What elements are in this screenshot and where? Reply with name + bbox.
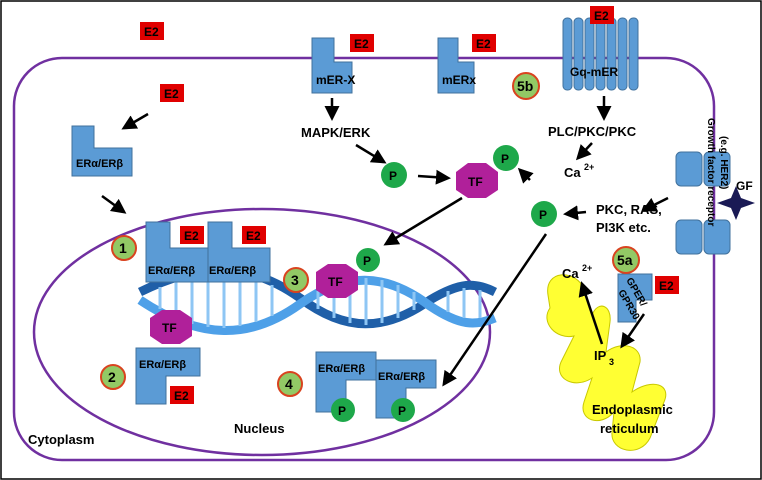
cyto-p-left: P xyxy=(381,162,407,188)
e2-label: E2 xyxy=(354,37,369,51)
step-marker-3: 3 xyxy=(283,267,309,293)
er-label: ERα/ERβ xyxy=(148,265,195,277)
gq-mer-label: Gq-mER xyxy=(570,65,618,79)
er-label: ERα/ERβ xyxy=(378,371,425,383)
gf-label: GF xyxy=(736,179,753,193)
step-marker-5a: 5a xyxy=(612,246,640,274)
pi3k-label: PI3K etc. xyxy=(596,220,651,235)
svg-text:2+: 2+ xyxy=(582,263,592,273)
svg-text:5a: 5a xyxy=(617,252,633,268)
p-label: P xyxy=(338,404,346,418)
cyto-p-right: P xyxy=(531,201,557,227)
plc-label: PLC/PKC/PKC xyxy=(548,124,637,139)
er-label: ERα/ERβ xyxy=(76,158,123,170)
step-marker-5b: 5b xyxy=(512,72,540,100)
merx-receptor: mERx E2 xyxy=(437,34,496,94)
ca-cytoplasm: Ca 2+ xyxy=(564,162,594,180)
e2-label: E2 xyxy=(164,87,179,101)
cell-membrane xyxy=(12,56,716,462)
svg-text:3: 3 xyxy=(291,272,299,288)
svg-text:5b: 5b xyxy=(517,78,533,94)
e2-box xyxy=(655,276,679,294)
e2-label: E2 xyxy=(659,279,674,293)
tf-p-step3: TF P xyxy=(316,248,380,298)
e2-label: E2 xyxy=(246,229,261,243)
svg-text:2+: 2+ xyxy=(584,162,594,172)
p-label: P xyxy=(363,254,371,268)
free-e2-cytoplasm: E2 xyxy=(160,84,184,102)
cytoplasm-label: Cytoplasm xyxy=(28,432,94,447)
gf-receptor-label: Growth factor receptor (e.g. HER2) xyxy=(705,118,729,229)
ip3-label: IP 3 xyxy=(594,348,614,367)
e2-label: E2 xyxy=(476,37,491,51)
endoplasmic-reticulum xyxy=(546,274,667,451)
er-name-line2: reticulum xyxy=(600,421,659,436)
er-name-line1: Endoplasmic xyxy=(592,402,673,417)
e2-label: E2 xyxy=(184,229,199,243)
mer-x-label: mER-X xyxy=(316,73,355,87)
tf-label: TF xyxy=(162,321,177,335)
growth-factor-receptor: Growth factor receptor (e.g. HER2) GF xyxy=(675,118,755,255)
signal-arrows xyxy=(101,96,669,387)
svg-text:IP: IP xyxy=(594,348,607,363)
pkc-ras-label: PKC, RAS, xyxy=(596,202,662,217)
tf-label: TF xyxy=(468,175,483,189)
free-e2-top: E2 xyxy=(140,22,164,40)
p-label: P xyxy=(501,152,509,166)
p-label: P xyxy=(389,169,397,183)
svg-text:Ca: Ca xyxy=(564,165,581,180)
er-label: ERα/ERβ xyxy=(209,265,256,277)
svg-text:3: 3 xyxy=(609,357,614,367)
tf-on-dna: TF xyxy=(150,310,192,344)
step-marker-2: 2 xyxy=(100,364,126,390)
nucleus-label: Nucleus xyxy=(234,421,285,436)
mapk-label: MAPK/ERK xyxy=(301,125,371,140)
gq-mer-receptor: Gq-mER E2 xyxy=(562,6,639,91)
p-label: P xyxy=(398,404,406,418)
merx-label: mERx xyxy=(442,73,476,87)
er-step4: ERα/ERβ ERα/ERβ P P xyxy=(315,351,437,422)
e2-label: E2 xyxy=(174,389,189,403)
p-label: P xyxy=(539,208,547,222)
er-dimer-step1: ERα/ERβ E2 ERα/ERβ E2 xyxy=(145,221,271,283)
step-marker-1: 1 xyxy=(111,235,137,261)
e2-box xyxy=(472,34,496,52)
er-label: ERα/ERβ xyxy=(139,359,186,371)
er-label: ERα/ERβ xyxy=(318,363,365,375)
svg-text:Ca: Ca xyxy=(562,266,579,281)
step-marker-4: 4 xyxy=(277,371,303,397)
er-step2: ERα/ERβ E2 xyxy=(135,347,201,405)
svg-text:1: 1 xyxy=(119,240,127,256)
gf-star-icon xyxy=(717,186,755,220)
svg-text:2: 2 xyxy=(108,369,116,385)
e2-label: E2 xyxy=(144,25,159,39)
e2-box xyxy=(350,34,374,52)
ca-er: Ca 2+ xyxy=(562,263,592,281)
nucleus-envelope xyxy=(32,207,492,457)
gper-receptor: GPER/ GPR30 E2 xyxy=(615,273,679,323)
cyto-tf-p: TF P xyxy=(456,145,519,198)
tf-label: TF xyxy=(328,275,343,289)
e2-label: E2 xyxy=(594,9,609,23)
cytoplasmic-er-receptor: ERα/ERβ xyxy=(71,125,133,177)
svg-text:4: 4 xyxy=(285,376,293,392)
mer-x-receptor: mER-X E2 xyxy=(311,34,374,94)
e2-box xyxy=(590,6,614,24)
